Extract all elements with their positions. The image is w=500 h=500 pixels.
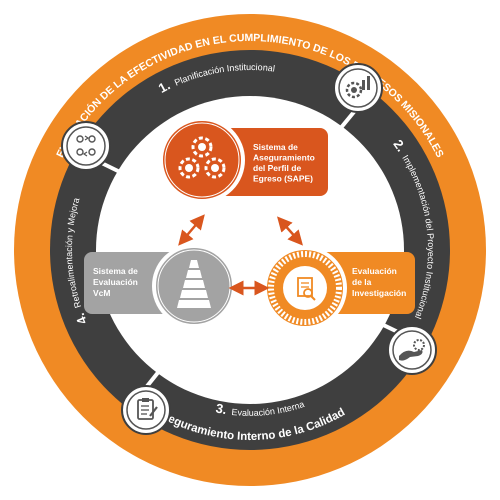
- hand-gear-icon: [387, 325, 437, 375]
- gears-icon: [159, 117, 245, 203]
- sape-system: Sistema de Aseguramiento del Perfil de E…: [159, 117, 328, 203]
- vcm-label: Sistema de Evaluación VcM: [93, 266, 140, 298]
- gear-chart-icon: [333, 63, 383, 113]
- people-cycle-icon: [61, 121, 111, 171]
- investigacion-label: Evaluación de la Investigación: [352, 266, 406, 298]
- investigacion-system: Evaluación de la Investigación: [263, 246, 415, 330]
- arrow-sape-vcm: [178, 214, 205, 246]
- arrow-sape-investigacion: [277, 216, 303, 246]
- vcm-system: Sistema de Evaluación VcM: [84, 244, 236, 328]
- pyramid-icon: [152, 244, 236, 328]
- document-magnifier-icon: [263, 246, 347, 330]
- sape-label: Sistema de Aseguramiento del Perfil de E…: [253, 142, 317, 184]
- clipboard-checklist-icon: [121, 385, 171, 435]
- connector-arrows: [178, 214, 303, 296]
